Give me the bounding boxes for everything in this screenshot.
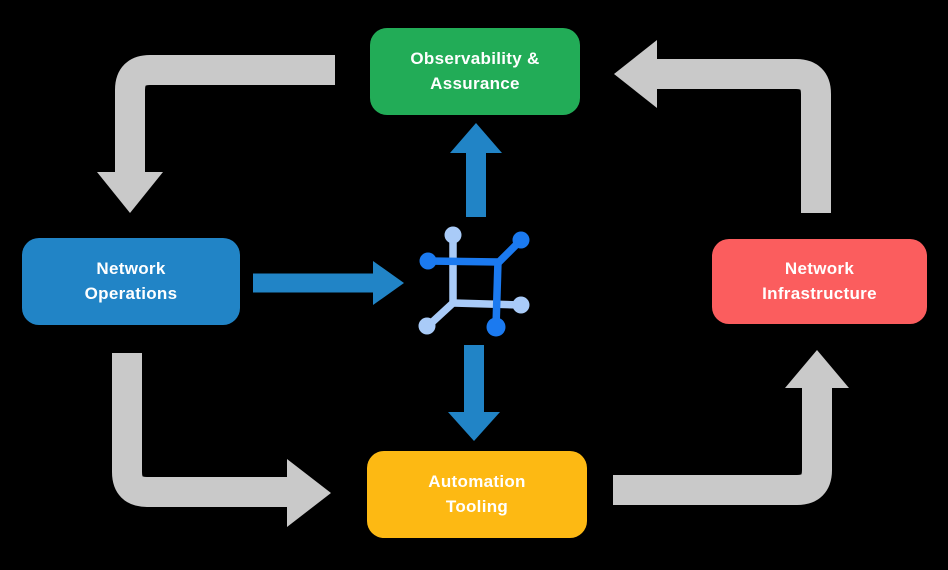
arrow-automation-tooling-to-network-infrastructure xyxy=(613,350,849,505)
network-fabric-icon xyxy=(418,226,530,337)
arrow-center-to-automation-tooling xyxy=(448,345,500,441)
node-automation-tooling: Automation Tooling xyxy=(367,451,587,538)
arrow-center-to-observability xyxy=(450,123,502,217)
node-observability-assurance-label: Observability & Assurance xyxy=(410,48,540,93)
node-automation-tooling-label: Automation Tooling xyxy=(428,471,526,516)
node-network-infrastructure: Network Infrastructure xyxy=(712,239,927,324)
node-observability-assurance: Observability & Assurance xyxy=(370,28,580,115)
node-network-infrastructure-label: Network Infrastructure xyxy=(762,258,877,303)
node-network-operations-label: Network Operations xyxy=(84,258,178,303)
node-network-operations: Network Operations xyxy=(22,238,240,325)
arrow-network-operations-to-automation-tooling xyxy=(112,353,331,527)
arrow-observability-to-network-operations xyxy=(97,55,335,213)
arrow-network-infrastructure-to-observability xyxy=(614,40,831,213)
arrow-network-operations-to-center xyxy=(253,261,404,305)
